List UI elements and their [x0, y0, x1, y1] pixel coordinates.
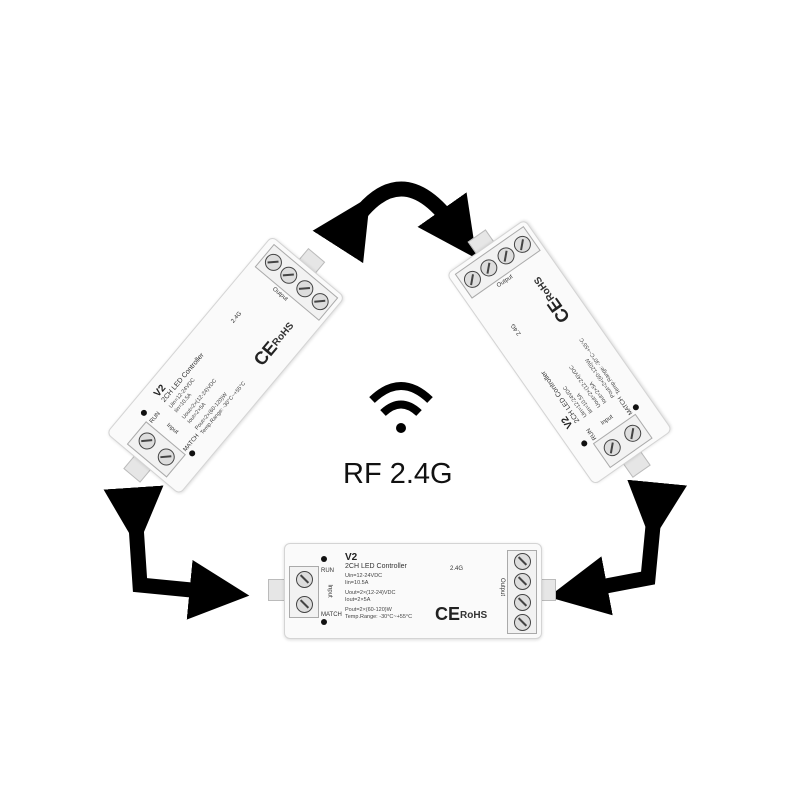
input-terminal	[289, 566, 319, 618]
controller-body: RUN MATCH Input V2 2CH LED Controller Ui…	[284, 543, 542, 639]
rf-band-label: 2.4G	[450, 566, 464, 572]
run-label: RUN	[321, 568, 334, 574]
product-name: 2CH LED Controller	[345, 563, 407, 570]
controller-bottom: RUN MATCH Input V2 2CH LED Controller Ui…	[262, 543, 562, 639]
rohs-mark: RoHS	[532, 274, 558, 303]
spec-line: Uout=2×(12-24)VDC	[345, 590, 396, 596]
spec-line: Uin=12-24VDC	[345, 573, 383, 579]
spec-line: Iout=2×5A	[345, 597, 371, 603]
rf-band-label: 2.4G	[230, 310, 244, 325]
output-terminal	[254, 243, 339, 321]
rf-label: RF 2.4G	[343, 458, 453, 490]
rohs-mark: RoHS	[270, 320, 297, 349]
spec-line: Iin=10.5A	[345, 580, 369, 586]
left-arrow	[103, 485, 250, 620]
run-label: RUN	[148, 410, 162, 425]
output-terminal	[507, 550, 537, 634]
right-arrow	[548, 479, 688, 616]
ce-mark: CE	[435, 604, 461, 624]
run-label: RUN	[585, 426, 599, 441]
match-label: MATCH	[321, 612, 342, 618]
input-label: Input	[600, 414, 615, 427]
output-label: Output	[499, 577, 506, 597]
top-double-arrow	[312, 181, 477, 264]
wifi-icon	[369, 382, 433, 433]
spec-line: Temp.Range: -30°C~+55°C	[345, 614, 413, 620]
rf-band-label: 2.4G	[510, 322, 523, 337]
input-label: Input	[165, 422, 180, 436]
input-label: Input	[326, 584, 333, 598]
spec-line: Pout=2×(60-120)W	[345, 607, 392, 613]
rohs-mark: RoHS	[460, 610, 488, 621]
model-label: V2	[345, 552, 358, 563]
